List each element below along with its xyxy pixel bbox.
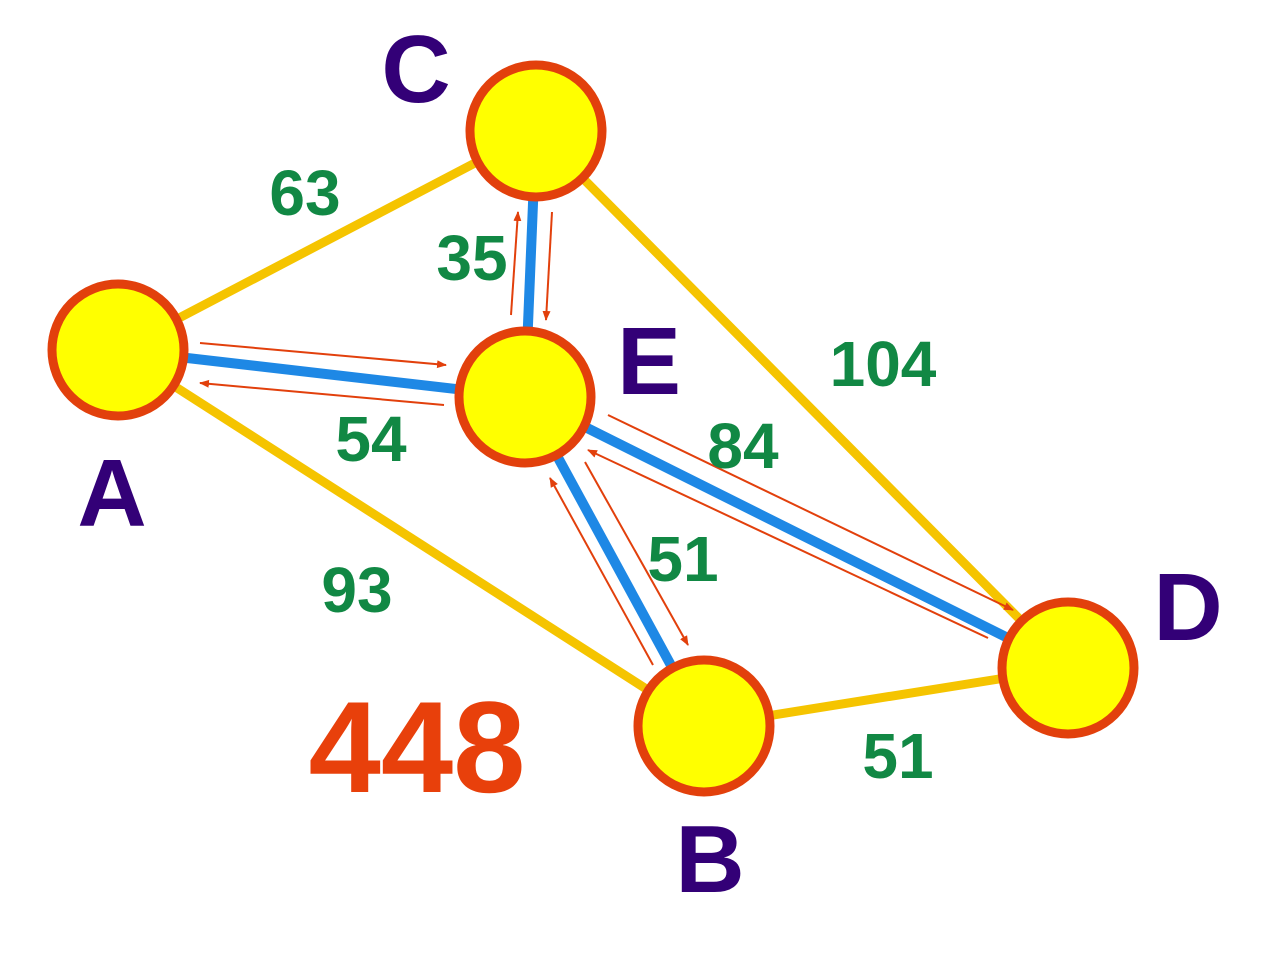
nodes [47,60,1139,797]
node-e [454,326,596,468]
node-d [997,597,1139,739]
node-labels: A C E D B [77,16,1222,913]
edge-e-d [522,392,1071,673]
weight-c-d: 104 [830,328,937,400]
node-b [633,655,775,797]
weight-a-c: 63 [269,157,340,229]
arrow-b-to-e [549,477,654,666]
weight-c-e: 35 [436,222,507,294]
edge-a-b [115,346,707,730]
arrow-e-to-d [607,414,1014,611]
tour-edges [117,130,1071,729]
weight-a-e: 54 [335,403,407,475]
node-label-c: C [381,16,450,123]
node-label-e: E [617,308,681,415]
edge-weights: 63 93 104 51 35 54 84 51 [269,157,936,792]
direction-arrows [199,211,1014,666]
node-c [465,60,607,202]
weight-a-b: 93 [321,554,392,626]
arrow-e-to-b [584,461,689,646]
node-label-d: D [1153,554,1222,661]
node-a [47,279,189,421]
arrow-a-to-e [199,342,447,369]
node-label-b: B [675,806,744,913]
arrow-e-to-a [199,379,445,406]
arrow-d-to-e [587,449,989,639]
arrow-c-to-e [542,211,553,321]
node-label-a: A [77,440,146,547]
total-cost: 448 [309,674,526,820]
arrow-e-to-c [510,211,522,316]
weight-e-d: 84 [707,410,779,482]
edge-a-c [115,127,539,354]
weight-b-d: 51 [862,720,933,792]
weight-e-b: 51 [647,523,718,595]
edge-c-d [532,127,1072,672]
